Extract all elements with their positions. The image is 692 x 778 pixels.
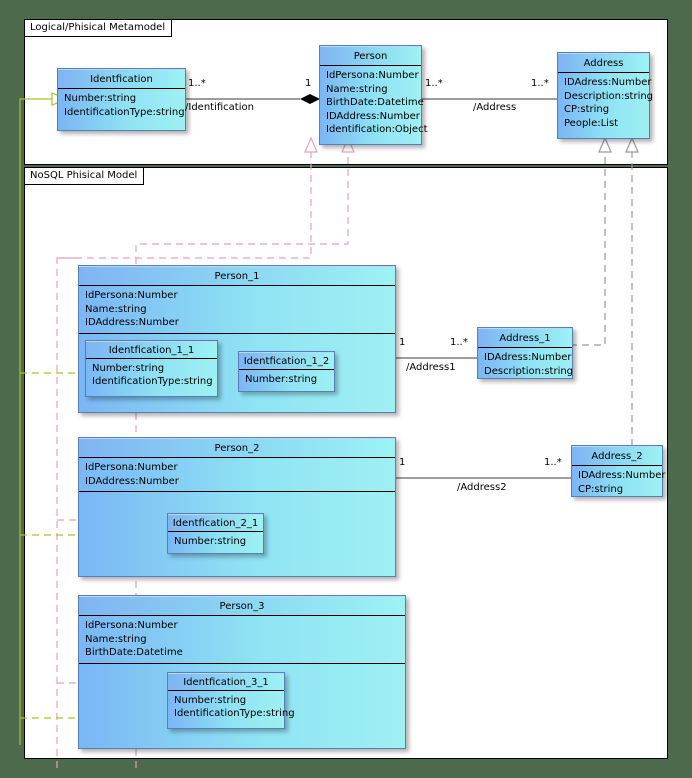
class-identfication-2-1[interactable]: Identfication_2_1 Number:string <box>167 513 264 554</box>
role-person-identfication: /Identification <box>185 102 254 113</box>
class-identfication-3-1[interactable]: Identfication_3_1 Number:string Identifi… <box>167 671 295 729</box>
class-person-3[interactable]: Person_3 IdPersona:Number Name:string Bi… <box>78 595 406 749</box>
class-person-1[interactable]: Person_1 IdPersona:Number Name:string ID… <box>78 265 396 413</box>
multiplicity-address2-source: 1 <box>399 457 406 468</box>
attribute: IdentificationType:string <box>92 376 213 387</box>
attribute: IdPersona:Number <box>85 462 178 473</box>
class-person-2-nested-area: Identfication_2_1 Number:string <box>79 492 395 561</box>
multiplicity-address2-target: 1..* <box>544 457 562 468</box>
attribute: Name:string <box>326 83 388 95</box>
attribute: BirthDate:Datetime <box>85 647 183 658</box>
class-person-3-attributes: IdPersona:Number Name:string BirthDate:D… <box>79 616 405 664</box>
multiplicity-address1-source: 1 <box>399 337 406 348</box>
class-identfication-attributes: Number:string IdentificationType:string <box>58 89 185 122</box>
attribute: CP:string <box>578 483 624 495</box>
attribute: CP:string <box>564 104 610 115</box>
class-identfication-2-1-title: Identfication_2_1 <box>168 514 263 532</box>
class-address[interactable]: Address IDAdress:Number Description:stri… <box>557 52 654 139</box>
attribute: Number:string <box>92 362 165 374</box>
attribute: IdentificationType:string <box>64 106 185 118</box>
attribute: Number:string <box>174 536 247 547</box>
class-address-1[interactable]: Address_1 IDAdress:Number Description:st… <box>477 327 573 379</box>
class-identfication-2-1-attributes: Number:string <box>168 532 263 552</box>
class-address-2-title: Address_2 <box>572 446 662 466</box>
class-identfication-1-2[interactable]: Identfication_1_2 Number:string <box>238 350 335 392</box>
attribute: IDAdress:Number <box>564 77 652 88</box>
class-identfication-1-2-title: Identfication_1_2 <box>239 351 334 370</box>
attribute: IdPersona:Number <box>85 620 178 631</box>
attribute: IdPersona:Number <box>85 290 178 301</box>
attribute: BirthDate:Datetime <box>326 97 424 108</box>
attribute: IDAddress:Number <box>326 110 420 122</box>
attribute: IdentificationType:string <box>174 708 295 719</box>
attribute: IDAddress:Number <box>85 317 179 328</box>
attribute: IDAddress:Number <box>85 475 179 487</box>
class-person-1-title: Person_1 <box>79 266 395 286</box>
multiplicity-address-source: 1..* <box>425 78 443 89</box>
class-address-title: Address <box>558 53 649 73</box>
attribute: Identification:Object <box>326 124 428 135</box>
class-identfication[interactable]: Identfication Number:string Identificati… <box>57 68 186 131</box>
multiplicity-identfication-source: 1..* <box>188 78 206 89</box>
attribute: Name:string <box>85 303 147 315</box>
role-person2-address2: /Address2 <box>457 482 507 493</box>
multiplicity-address1-target: 1..* <box>450 337 468 348</box>
class-person[interactable]: Person IdPersona:Number Name:string Birt… <box>319 45 428 145</box>
class-identfication-3-1-title: Identfication_3_1 <box>168 672 284 691</box>
class-identfication-1-1[interactable]: Identfication_1_1 Number:string Identifi… <box>85 339 218 397</box>
class-person-attributes: IdPersona:Number Name:string BirthDate:D… <box>320 66 428 140</box>
attribute: Number:string <box>64 93 137 104</box>
role-person1-address1: /Address1 <box>406 362 456 373</box>
class-identfication-1-1-attributes: Number:string IdentificationType:string <box>86 359 217 392</box>
attribute: IdPersona:Number <box>326 70 419 81</box>
class-person-3-nested-area: Identfication_3_1 Number:string Identifi… <box>79 664 405 739</box>
class-identfication-3-1-attributes: Number:string IdentificationType:string <box>168 691 295 724</box>
attribute: Number:string <box>245 373 318 385</box>
class-address-2-attributes: IDAdress:Number CP:string <box>572 466 666 499</box>
class-address-1-title: Address_1 <box>478 328 572 348</box>
class-identfication-1-1-title: Identfication_1_1 <box>86 340 217 359</box>
multiplicity-identfication-target: 1 <box>305 78 312 89</box>
class-person-2[interactable]: Person_2 IdPersona:Number IDAddress:Numb… <box>78 437 396 577</box>
class-person-1-nested-area: Identfication_1_1 Number:string Identifi… <box>79 334 395 397</box>
class-person-title: Person <box>320 46 421 66</box>
attribute: Description:string <box>564 90 654 102</box>
attribute: People:List <box>564 117 619 129</box>
class-person-1-attributes: IdPersona:Number Name:string IDAddress:N… <box>79 286 395 334</box>
attribute: Number:string <box>174 694 247 706</box>
attribute: IDAdress:Number <box>484 352 572 363</box>
attribute: IDAdress:Number <box>578 470 666 481</box>
class-person-3-title: Person_3 <box>79 596 405 616</box>
class-identfication-title: Identfication <box>58 69 185 89</box>
class-person-2-title: Person_2 <box>79 438 395 458</box>
class-person-2-attributes: IdPersona:Number IDAddress:Number <box>79 458 395 492</box>
role-person-address: /Address <box>473 102 517 113</box>
multiplicity-address-target: 1..* <box>531 78 549 89</box>
class-address-2[interactable]: Address_2 IDAdress:Number CP:string <box>571 445 666 499</box>
attribute: Description:string <box>484 365 574 377</box>
package-logical-metamodel-title: Logical/Phisical Metamodel <box>24 19 173 37</box>
package-nosql-physical-model-title: NoSQL Phisical Model <box>24 167 145 185</box>
class-address-attributes: IDAdress:Number Description:string CP:st… <box>558 73 654 133</box>
class-identfication-1-2-attributes: Number:string <box>239 370 334 390</box>
class-address-1-attributes: IDAdress:Number Description:string <box>478 348 574 381</box>
attribute: Name:string <box>85 633 147 645</box>
